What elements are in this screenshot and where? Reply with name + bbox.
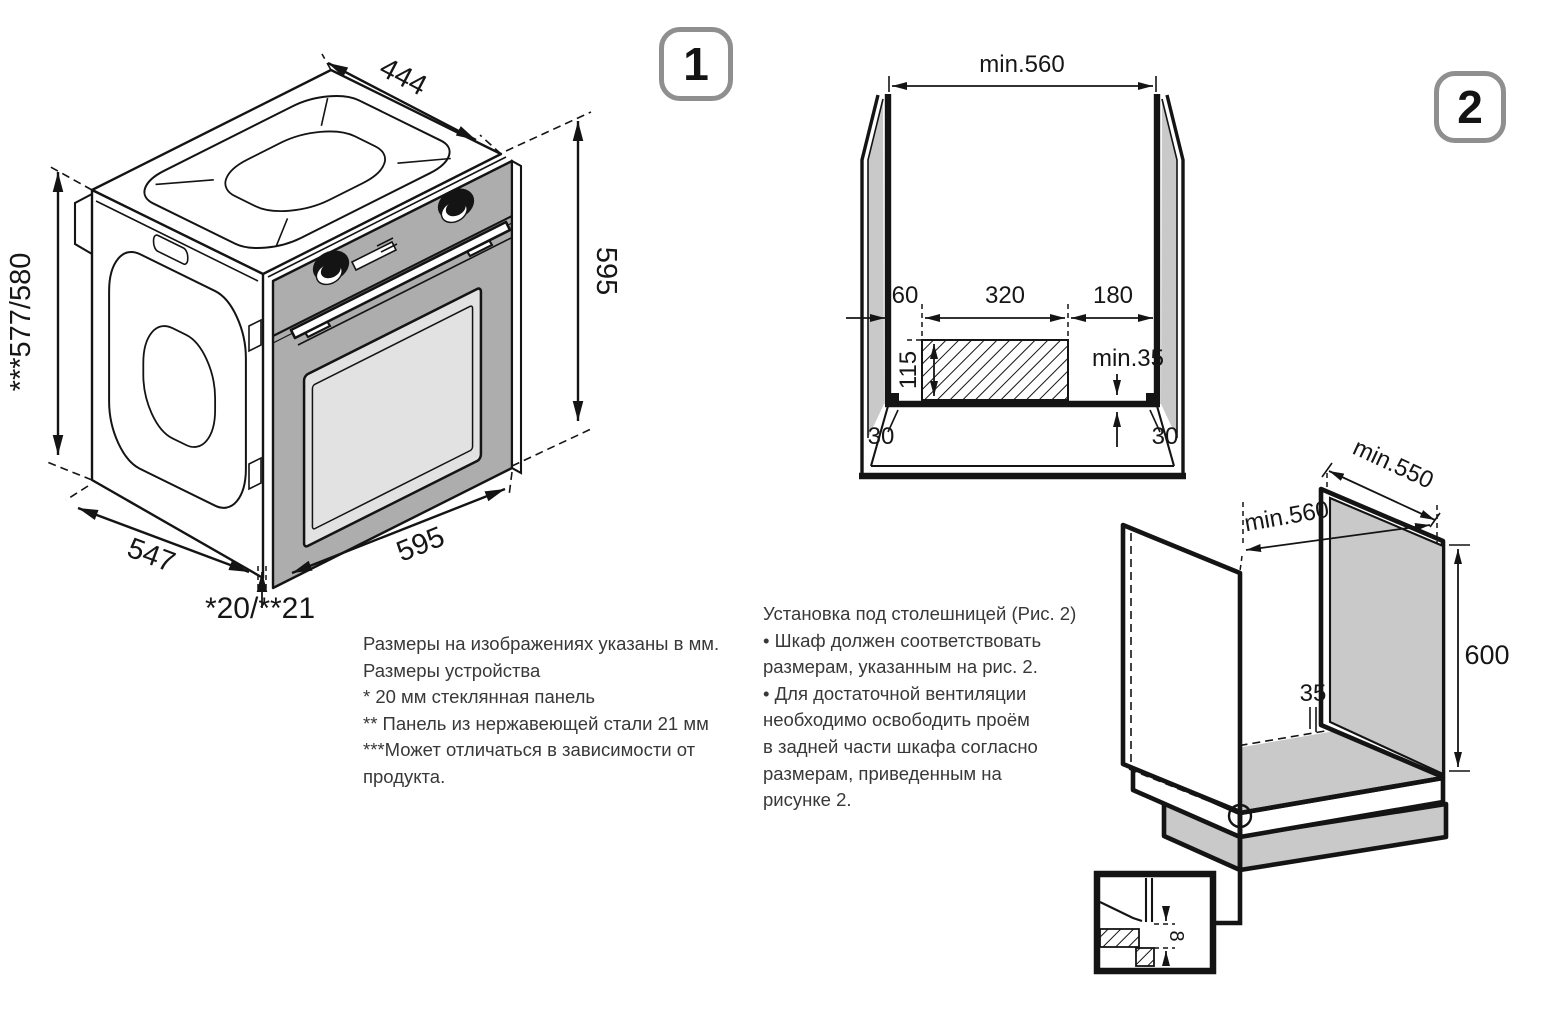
shelf-notch-right	[1146, 393, 1157, 404]
left-panel-inner-line	[867, 98, 884, 438]
notes-dimensions: Размеры на изображениях указаны в мм. Ра…	[363, 631, 719, 791]
dim-label-577-580: ***577/580	[5, 253, 37, 392]
oven-hinge-lower	[248, 456, 262, 491]
dim-label-600: 600	[1464, 640, 1509, 670]
fig1-dim-height-left: ***577/580	[5, 164, 93, 481]
dim-label-595-right: 595	[590, 247, 622, 295]
oven-hinge-upper	[248, 318, 262, 353]
note-line: * 20 мм стеклянная панель	[363, 686, 596, 708]
dim-label-115: 115	[895, 351, 922, 389]
door-handle-bar	[289, 220, 512, 340]
fig2b-dim-height: 600	[1449, 544, 1510, 772]
note-line: • Шкаф должен соответствовать	[763, 629, 1042, 651]
dim-label-320: 320	[985, 282, 1025, 309]
dim-label-30-right: 30	[1152, 423, 1179, 450]
control-band-tick	[376, 237, 394, 247]
oven-top-vent-slot	[350, 240, 398, 272]
figure2-cabinet-iso-view: min.550 min.560 600 35	[1093, 434, 1510, 975]
note-line: размерам, указанным на рис. 2.	[763, 656, 1038, 678]
note-line: Размеры на изображениях указаны в мм.	[363, 633, 720, 654]
dim-label-547: 547	[123, 532, 180, 579]
inset-countertop-hatch	[1099, 928, 1140, 948]
dim-label-35: 35	[1300, 680, 1327, 707]
oven-knob-right	[437, 188, 475, 224]
figure2-cabinet-front-view: min.560 60 320 180 115 min.35 30 30	[846, 51, 1186, 480]
right-panel-face	[1161, 100, 1177, 438]
note-line: • Для достаточной вентиляции	[763, 682, 1027, 704]
figure1-oven-drawing: 444 595 ***577/580 547 595	[5, 52, 622, 625]
left-panel-face	[868, 100, 884, 438]
note-line: размерам, приведенным на	[763, 762, 1002, 784]
dim-label-30-left: 30	[868, 423, 895, 450]
vent-cutout-hatched	[921, 339, 1069, 401]
control-band-line	[272, 215, 513, 337]
note-line: продукта.	[363, 765, 446, 787]
door-handle-shadow	[297, 237, 512, 346]
note-line: в задней части шкафа согласно	[763, 735, 1038, 757]
fig2a-dim-shelf-clearance: min.35	[1092, 345, 1164, 447]
notes-installation: Установка под столешницей (Рис. 2) • Шка…	[763, 601, 1076, 814]
figure1-badge-number: 1	[683, 38, 709, 90]
note-line: рисунке 2.	[763, 789, 852, 811]
iso-left-panel	[1120, 522, 1243, 815]
right-panel-outer	[1165, 94, 1185, 440]
note-line: необходимо освободить проём	[763, 709, 1030, 731]
floor-edge-right	[1155, 405, 1176, 467]
left-panel-hidden-bottom	[1128, 768, 1237, 813]
right-panel-inner-line	[1161, 98, 1178, 438]
note-line: Размеры устройства	[363, 659, 541, 681]
detail-callout-circle	[1227, 803, 1253, 829]
dim-label-595-bottom: 595	[392, 521, 449, 569]
fig2a-dim-vent-height: 115	[895, 339, 938, 396]
oven-door-edge	[510, 159, 523, 475]
figure1-badge: 1	[659, 27, 733, 101]
note-line: ***Может отличаться в зависимости от	[363, 739, 696, 761]
oven-knob-left	[312, 250, 350, 286]
dim-label-min35: min.35	[1092, 345, 1164, 372]
fig1-dim-front-panel: *20/**21	[205, 566, 315, 625]
detail-connector	[1214, 827, 1243, 926]
figure2-badge-number: 2	[1457, 81, 1483, 133]
dim-label-min560-iso: min.560	[1242, 496, 1331, 537]
dim-label-8: 8	[1165, 930, 1187, 941]
detail-inset: 8	[1093, 870, 1217, 975]
oven-side-rim-line	[95, 200, 259, 282]
note-line: ** Панель из нержавеющей стали 21 мм	[363, 712, 709, 734]
fig1-dim-height-right: 595	[505, 111, 622, 467]
fig2b-dim-front-gap: 35	[1300, 680, 1327, 732]
figure2-badge: 2	[1434, 71, 1506, 143]
floor-edge-left	[869, 405, 890, 467]
fig2a-dim-insets: 30 30	[868, 409, 1179, 450]
inset-lip-hatch	[1135, 947, 1155, 967]
control-band-tick2	[380, 243, 398, 253]
dim-label-20-21: *20/**21	[205, 592, 315, 625]
fig2a-dim-inner-width: min.560	[888, 51, 1157, 92]
fig2a-dim-offsets: 60 320 180	[846, 282, 1153, 322]
note-line: Установка под столешницей (Рис. 2)	[763, 603, 1077, 624]
left-panel-outer	[860, 94, 880, 440]
oven-rear-flange	[73, 193, 93, 255]
shelf-notch-left	[888, 393, 899, 404]
dim-label-180: 180	[1093, 282, 1133, 309]
dim-label-min560: min.560	[979, 51, 1064, 78]
oven-side-emboss	[109, 211, 246, 520]
dim-label-60: 60	[892, 282, 919, 309]
oven-front-rim-line	[267, 156, 507, 278]
floor-front-edge-right	[1239, 775, 1444, 816]
